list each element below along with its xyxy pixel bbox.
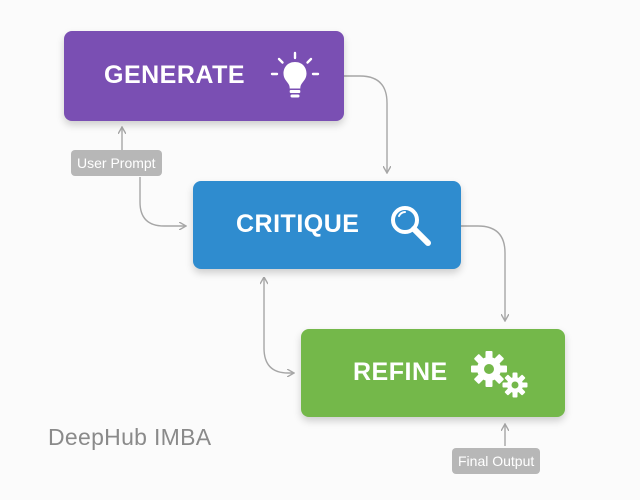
user-prompt-tag: User Prompt xyxy=(71,150,162,176)
critique-step-label: CRITIQUE xyxy=(236,210,360,238)
gears-icon xyxy=(471,351,528,398)
refine-step-box: REFINE xyxy=(301,329,565,417)
generate-step-box: GENERATE xyxy=(64,31,344,121)
connector-prompt-to-critique xyxy=(139,177,185,226)
watermark-text: DeepHub IMBA xyxy=(48,424,212,450)
generate-step-label: GENERATE xyxy=(104,61,246,89)
final-output-tag: Final Output xyxy=(452,448,541,474)
lightbulb-icon xyxy=(270,51,320,98)
refine-step-label: REFINE xyxy=(353,358,448,386)
critique-step-box: CRITIQUE xyxy=(193,181,461,269)
connector-generate-to-critique xyxy=(344,75,387,172)
connector-critique-refine-loop xyxy=(264,278,293,373)
magnifier-icon xyxy=(391,206,431,246)
connector-critique-to-refine xyxy=(461,225,505,320)
